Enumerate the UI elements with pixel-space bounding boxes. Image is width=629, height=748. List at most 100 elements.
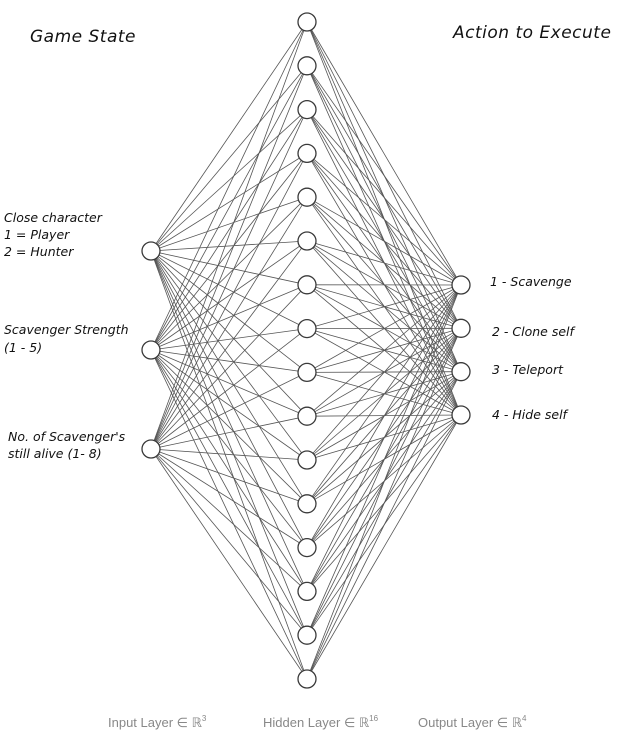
connection-edge xyxy=(150,250,308,286)
connection-edge xyxy=(150,109,308,351)
connection-edge xyxy=(306,284,462,505)
connection-edge xyxy=(306,371,462,680)
connection-edge xyxy=(150,65,308,351)
output-label-hide-self: 4 - Hide self xyxy=(492,407,569,422)
caption-output-layer: Output Layer ∈ ℝ4 xyxy=(418,714,527,730)
network-nodes xyxy=(141,12,471,689)
input-node-1 xyxy=(141,241,161,261)
connection-edge xyxy=(150,196,308,252)
connection-edge xyxy=(306,284,462,680)
connection-edge xyxy=(150,328,308,450)
output-node-3 xyxy=(451,362,471,382)
caption-superscript: 3 xyxy=(202,714,207,723)
output-label-teleport: 3 - Teleport xyxy=(492,362,564,377)
output-label-clone-self: 2 - Clone self xyxy=(492,324,576,339)
input-label-line: No. of Scavenger's xyxy=(8,429,126,444)
connection-edge xyxy=(150,109,308,450)
input-label-line: 2 = Hunter xyxy=(4,244,74,259)
connection-edge xyxy=(306,284,462,636)
output-label-scavenge: 1 - Scavenge xyxy=(490,274,572,289)
input-label-scavenger-strength: Scavenger Strength (1 - 5) xyxy=(4,322,129,355)
connection-edge xyxy=(150,65,308,450)
input-label-line: 1 = Player xyxy=(4,227,70,242)
hidden-node-13 xyxy=(297,537,317,558)
connection-edge xyxy=(150,349,308,417)
connection-edge xyxy=(150,153,308,450)
connection-edge xyxy=(306,328,462,680)
input-label-line: (1 - 5) xyxy=(4,340,42,355)
connection-edge xyxy=(150,240,308,450)
hidden-node-12 xyxy=(297,494,317,514)
connection-edge xyxy=(306,414,462,680)
hidden-node-11 xyxy=(297,450,317,470)
connection-edge xyxy=(150,240,308,351)
connection-edge xyxy=(150,349,308,680)
connection-edge xyxy=(150,250,308,680)
connection-edge xyxy=(150,448,308,548)
connection-edge xyxy=(150,349,308,461)
connection-edge xyxy=(150,196,308,351)
hidden-node-15 xyxy=(297,625,317,645)
connection-edge xyxy=(306,284,462,373)
connection-edge xyxy=(306,240,462,286)
input-label-close-character: Close character 1 = Player 2 = Hunter xyxy=(4,210,103,259)
heading-game-state: Game State xyxy=(30,27,136,47)
connection-edge xyxy=(150,284,308,450)
hidden-node-8 xyxy=(297,318,317,339)
caption-hidden-layer: Hidden Layer ∈ ℝ16 xyxy=(263,714,379,730)
connection-edge xyxy=(306,109,462,286)
hidden-node-3 xyxy=(297,99,317,120)
connection-edge xyxy=(306,284,462,329)
connection-edge xyxy=(306,65,462,286)
hidden-node-10 xyxy=(297,406,317,426)
connection-edge xyxy=(306,153,462,286)
connection-edge xyxy=(306,284,462,461)
connection-edge xyxy=(150,250,308,373)
input-node-2 xyxy=(141,340,161,360)
caption-text: Hidden Layer ∈ ℝ xyxy=(263,715,370,730)
connection-edge xyxy=(150,240,308,252)
connection-edge xyxy=(150,250,308,592)
hidden-node-6 xyxy=(297,231,317,251)
connection-edge xyxy=(150,349,308,373)
caption-text: Output Layer ∈ ℝ xyxy=(418,715,523,730)
input-label-scavengers-alive: No. of Scavenger's still alive (1- 8) xyxy=(8,429,126,461)
hidden-node-7 xyxy=(297,275,317,295)
hidden-node-1 xyxy=(297,12,317,32)
connection-edge xyxy=(150,284,308,351)
connection-edge xyxy=(306,21,462,286)
output-node-4 xyxy=(451,405,471,425)
hidden-node-4 xyxy=(297,143,317,164)
hidden-node-9 xyxy=(297,362,317,383)
connection-edge xyxy=(306,284,462,548)
connection-edge xyxy=(150,250,308,636)
connection-edge xyxy=(150,153,308,351)
connection-edges xyxy=(150,21,462,680)
caption-text: Input Layer ∈ ℝ xyxy=(108,715,203,730)
connection-edge xyxy=(150,448,308,636)
connection-edge xyxy=(150,349,308,505)
connection-edge xyxy=(150,250,308,329)
caption-superscript: 16 xyxy=(369,714,378,723)
connection-edge xyxy=(150,349,308,592)
connection-edge xyxy=(150,448,308,461)
connection-edge xyxy=(150,448,308,505)
input-label-line: Close character xyxy=(4,210,103,225)
connection-edge xyxy=(150,328,308,351)
connection-edge xyxy=(150,250,308,461)
output-node-1 xyxy=(451,275,471,295)
connection-edge xyxy=(150,372,308,450)
connection-edge xyxy=(150,448,308,680)
connection-edge xyxy=(150,196,308,450)
connection-edge xyxy=(150,153,308,252)
output-node-2 xyxy=(451,318,471,338)
hidden-node-16 xyxy=(297,669,317,689)
connection-edge xyxy=(306,284,462,592)
connection-edge xyxy=(150,250,308,417)
connection-edge xyxy=(150,21,308,252)
connection-edge xyxy=(306,196,462,286)
connection-edge xyxy=(150,349,308,548)
caption-superscript: 4 xyxy=(522,714,527,723)
connection-edge xyxy=(150,415,308,450)
